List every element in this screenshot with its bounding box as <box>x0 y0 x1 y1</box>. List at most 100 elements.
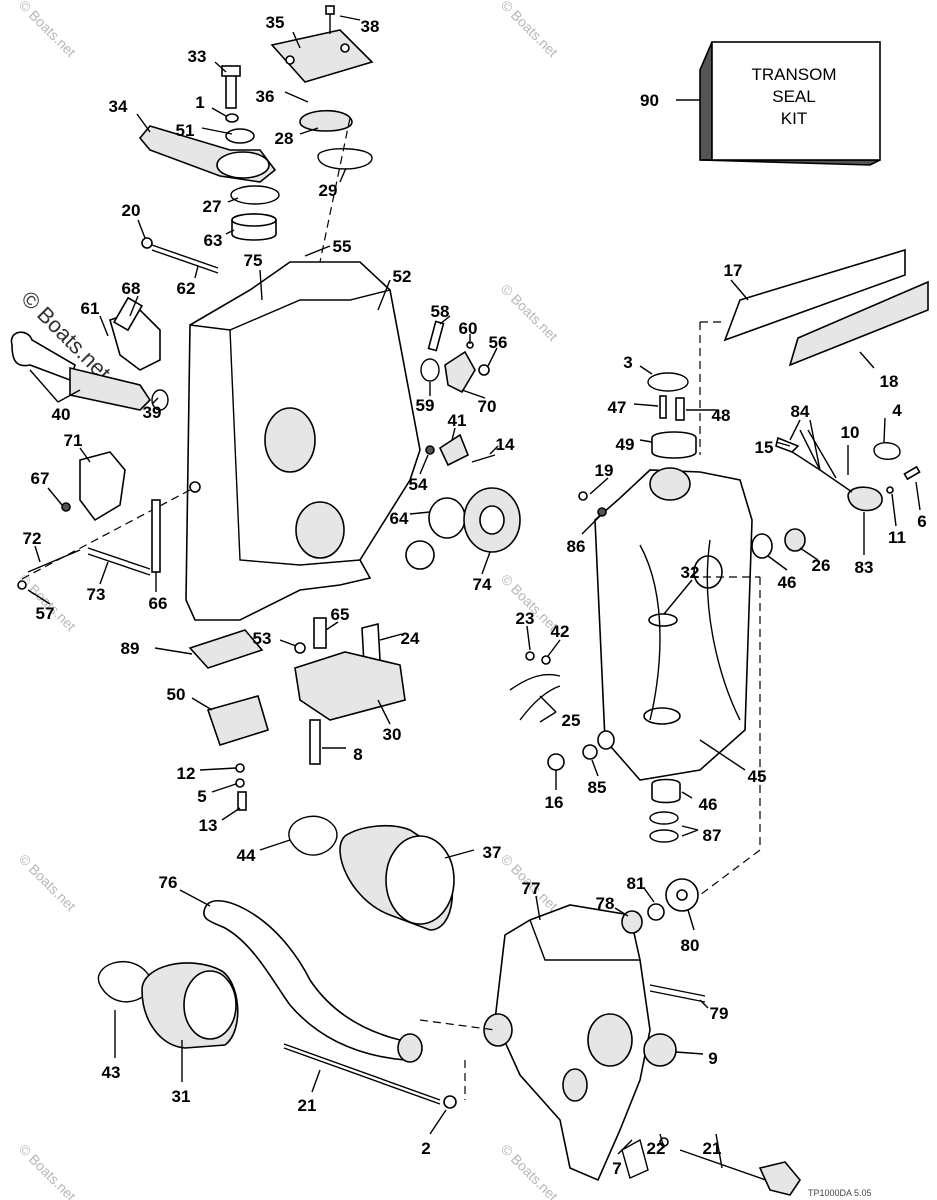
part-number-label: 34 <box>109 97 128 116</box>
part-number-label: 31 <box>172 1087 191 1106</box>
part-number-label: 53 <box>253 629 272 648</box>
part-number-label: 90 <box>640 91 659 110</box>
part-number-label: 48 <box>712 406 731 425</box>
part-number-label: 19 <box>595 461 614 480</box>
part-number-label: 77 <box>522 879 541 898</box>
left-side-parts <box>10 296 169 590</box>
part-number-label: 79 <box>710 1004 729 1023</box>
part-number-label: 62 <box>177 279 196 298</box>
transom-seal-kit-box: TRANSOM SEAL KIT <box>676 41 881 166</box>
part-number-label: 65 <box>331 605 350 624</box>
part-number-label: 2 <box>421 1139 430 1158</box>
part-number-label: 22 <box>647 1139 666 1158</box>
part-number-label: 60 <box>459 319 478 338</box>
watermark: © Boats.net <box>498 1141 561 1200</box>
part-number-label: 21 <box>298 1096 317 1115</box>
part-number-label: 9 <box>708 1049 717 1068</box>
part-number-label: 18 <box>880 372 899 391</box>
part-number-label: 74 <box>473 575 492 594</box>
part-number-label: 47 <box>608 398 627 417</box>
part-number-label: 46 <box>699 795 718 814</box>
part-number-label: 83 <box>855 558 874 577</box>
part-number-label: 24 <box>401 629 420 648</box>
top-cover-assembly <box>138 5 374 274</box>
watermark: © Boats.net <box>16 1141 79 1200</box>
mount-parts <box>188 617 406 811</box>
part-number-label: 59 <box>416 396 435 415</box>
bellows-and-hoses <box>97 815 455 1063</box>
part-number-label: 32 <box>681 563 700 582</box>
part-number-label: 33 <box>188 47 207 66</box>
lower-gimbal-housing <box>283 878 801 1196</box>
part-number-label: 16 <box>545 793 564 812</box>
part-number-label: 10 <box>841 423 860 442</box>
part-number-label: 55 <box>333 237 352 256</box>
part-number-label: 42 <box>551 622 570 641</box>
part-number-label: 61 <box>81 299 100 318</box>
part-number-label: 14 <box>496 435 515 454</box>
part-number-label: 85 <box>588 778 607 797</box>
part-number-label: 52 <box>393 267 412 286</box>
part-number-label: 5 <box>197 787 206 806</box>
part-number-label: 6 <box>917 512 926 531</box>
part-number-label: 4 <box>892 401 902 420</box>
part-number-label: 67 <box>31 469 50 488</box>
part-number-label: 80 <box>681 936 700 955</box>
kit-title-line-3: KIT <box>781 109 807 128</box>
ground-strap-parts <box>509 651 681 843</box>
part-number-label: 70 <box>478 397 497 416</box>
part-number-label: 7 <box>612 1159 621 1178</box>
part-number-label: 11 <box>888 528 906 547</box>
part-number-label: 28 <box>275 129 294 148</box>
part-number-label: 25 <box>562 711 581 730</box>
part-number-label: 38 <box>361 17 380 36</box>
part-number-label: 43 <box>102 1063 121 1082</box>
transom-plate-assembly <box>578 248 929 896</box>
part-number-label: 1 <box>195 93 204 112</box>
part-number-label: 50 <box>167 685 186 704</box>
kit-title-line-2: SEAL <box>772 87 815 106</box>
part-number-label: 66 <box>149 594 168 613</box>
part-number-label: 63 <box>204 231 223 250</box>
part-number-label: 76 <box>159 873 178 892</box>
part-number-label: 21 <box>703 1139 722 1158</box>
part-number-label: 13 <box>199 816 218 835</box>
part-number-label: 89 <box>121 639 140 658</box>
part-number-label: 46 <box>778 573 797 592</box>
part-number-label: 26 <box>812 556 831 575</box>
part-number-label: 86 <box>567 537 586 556</box>
part-number-label: 72 <box>23 529 42 548</box>
part-number-label: 51 <box>176 121 195 140</box>
part-number-label: 37 <box>483 843 502 862</box>
part-number-label: 71 <box>64 431 83 450</box>
part-number-label: 40 <box>52 405 71 424</box>
part-number-label: 87 <box>703 826 722 845</box>
part-number-label: 49 <box>616 435 635 454</box>
part-number-label: 84 <box>791 402 810 421</box>
part-number-label: 29 <box>319 181 338 200</box>
gimbal-housing <box>19 117 421 621</box>
part-number-label: 78 <box>596 894 615 913</box>
part-number-label: 41 <box>448 411 467 430</box>
part-number-label: 20 <box>122 201 141 220</box>
part-number-label: 56 <box>489 333 508 352</box>
part-number-label: 64 <box>390 509 409 528</box>
part-number-label: 81 <box>627 874 646 893</box>
part-number-label: 36 <box>256 87 275 106</box>
watermark: © Boats.net <box>498 0 561 60</box>
part-number-label: 17 <box>724 261 743 280</box>
part-number-label: 15 <box>755 438 774 457</box>
part-number-label: 54 <box>409 475 428 494</box>
housing-right-parts <box>405 320 521 570</box>
part-number-label: 12 <box>177 764 196 783</box>
part-number-label: 30 <box>383 725 402 744</box>
part-number-label: 75 <box>244 251 263 270</box>
part-number-label: 23 <box>516 609 535 628</box>
part-number-label: 57 <box>36 604 55 623</box>
part-number-label: 68 <box>122 279 141 298</box>
part-number-label: 58 <box>431 302 450 321</box>
part-number-label: 8 <box>353 745 362 764</box>
part-number-label: 35 <box>266 13 285 32</box>
